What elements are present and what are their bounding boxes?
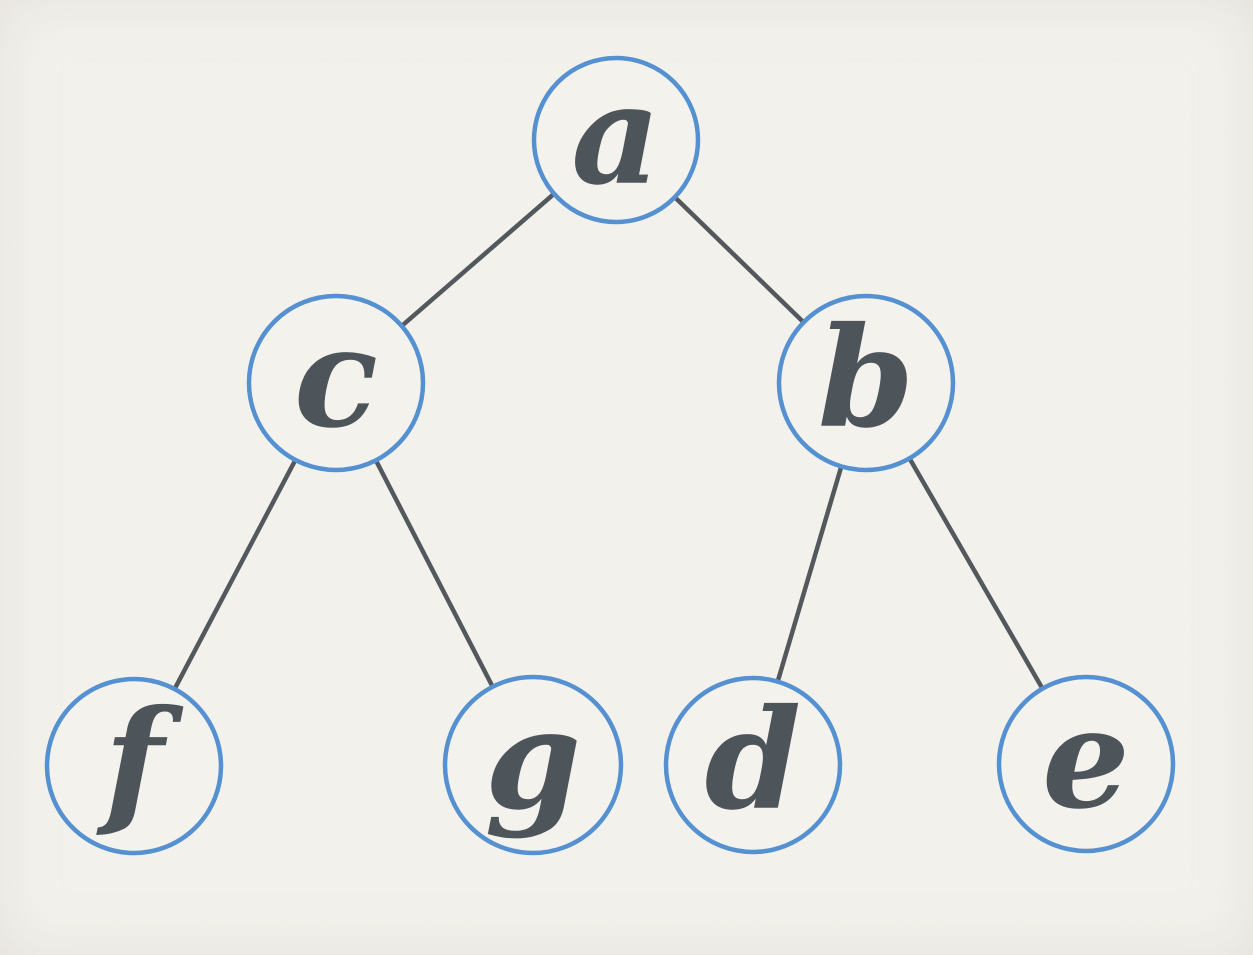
edges-layer [131,137,1089,769]
node-label-d: d [705,678,802,841]
tree-node-d: d [663,675,843,855]
node-label-c: c [294,296,378,459]
node-label-a: a [571,53,660,216]
tree-node-f: f [44,676,224,856]
node-label-b: b [818,296,915,459]
tree-node-b: b [776,293,956,473]
tree-node-g: g [442,674,624,856]
tree-node-a: a [531,53,701,225]
tree-node-e: e [996,674,1176,854]
node-label-g: g [485,678,582,841]
tree-node-c: c [246,293,426,473]
node-label-e: e [1042,677,1130,840]
